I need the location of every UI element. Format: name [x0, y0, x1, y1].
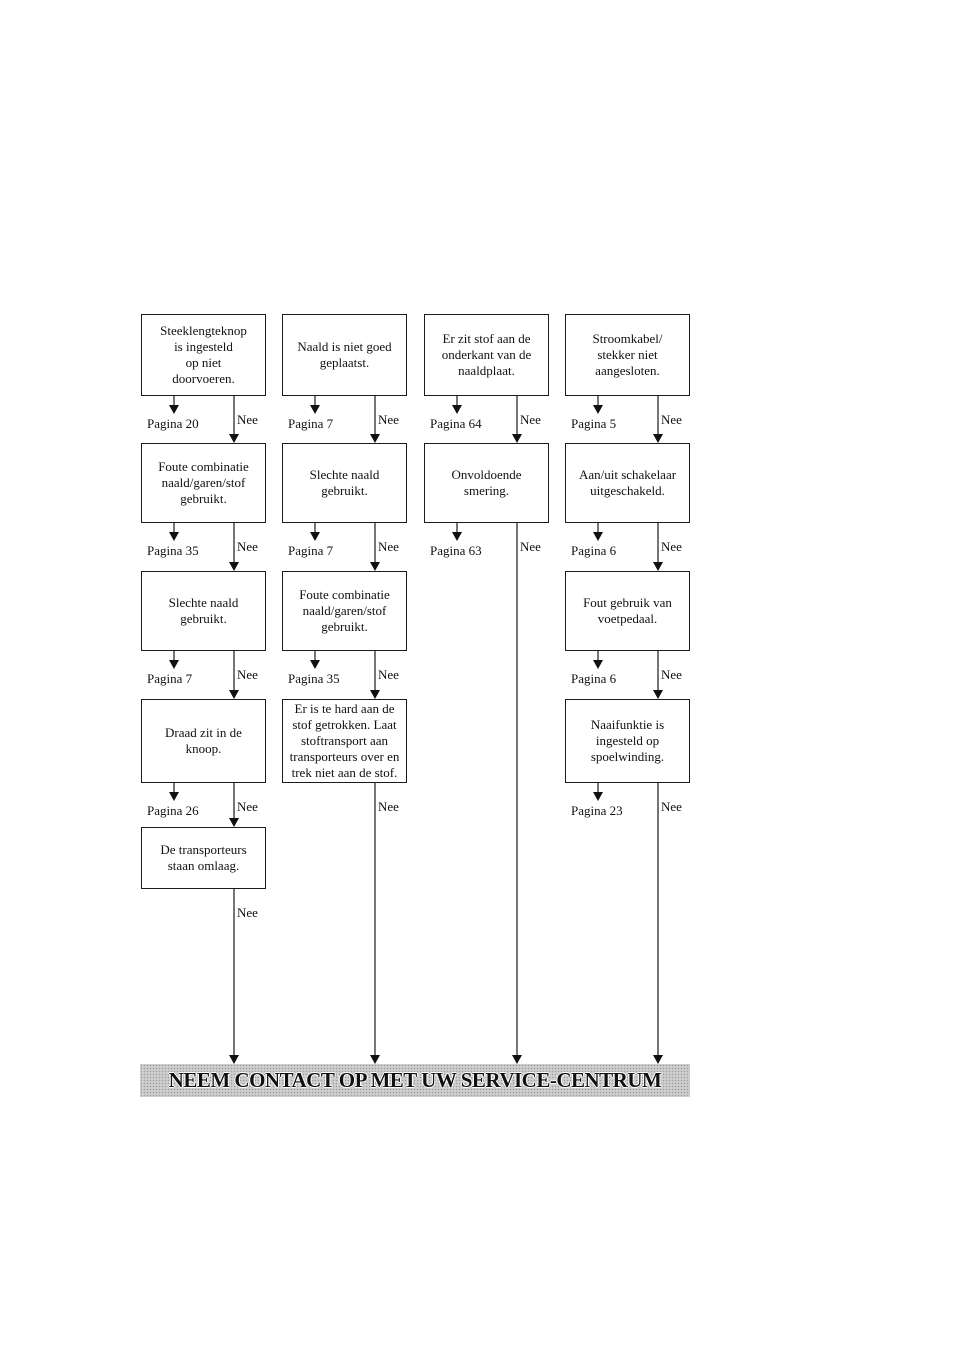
- yes-arrowhead: [452, 405, 462, 414]
- yes-arrowhead: [310, 405, 320, 414]
- cause-box: Slechte naald gebruikt.: [282, 443, 407, 523]
- no-arrowhead: [653, 434, 663, 443]
- cause-box: Stroomkabel/ stekker niet aangesloten.: [565, 314, 690, 396]
- no-label: Nee: [237, 905, 258, 920]
- cause-box: Fout gebruik van voetpedaal.: [565, 571, 690, 651]
- cause-text: Slechte naald gebruikt.: [309, 467, 380, 498]
- no-label: Nee: [520, 412, 541, 427]
- page-reference: Pagina 5: [571, 416, 617, 431]
- yes-arrowhead: [452, 532, 462, 541]
- no-arrowhead: [229, 434, 239, 443]
- service-center-banner: NEEM CONTACT OP MET UW SERVICE-CENTRUM: [140, 1064, 690, 1097]
- no-arrowhead: [370, 434, 380, 443]
- yes-arrowhead: [593, 792, 603, 801]
- banner-text: NEEM CONTACT OP MET UW SERVICE-CENTRUM: [168, 1068, 662, 1092]
- no-arrowhead: [653, 690, 663, 699]
- cause-text: Draad zit in de knoop.: [165, 725, 242, 756]
- yes-arrowhead: [169, 532, 179, 541]
- page-reference: Pagina 26: [147, 803, 199, 818]
- cause-text: Foute combinatie naald/garen/stof gebrui…: [158, 459, 249, 506]
- no-label: Nee: [378, 799, 399, 814]
- no-label: Nee: [661, 799, 682, 814]
- yes-arrowhead: [593, 532, 603, 541]
- page-reference: Pagina 23: [571, 803, 623, 818]
- no-label: Nee: [237, 539, 258, 554]
- no-label: Nee: [378, 412, 399, 427]
- cause-text: Er zit stof aan de onderkant van de naal…: [441, 331, 532, 378]
- cause-text: Slechte naald gebruikt.: [168, 595, 239, 626]
- no-label: Nee: [378, 539, 399, 554]
- page-reference: Pagina 20: [147, 416, 199, 431]
- cause-box: Steeklengteknop is ingesteld op niet doo…: [141, 314, 266, 396]
- yes-arrowhead: [169, 660, 179, 669]
- page-reference: Pagina 7: [288, 543, 334, 558]
- cause-text: Aan/uit schakelaar uitgeschakeld.: [578, 467, 677, 498]
- no-arrowhead: [229, 1055, 239, 1064]
- no-arrowhead: [653, 562, 663, 571]
- cause-text: De transporteurs staan omlaag.: [160, 842, 247, 873]
- cause-box: Aan/uit schakelaar uitgeschakeld.: [565, 443, 690, 523]
- no-arrowhead: [229, 562, 239, 571]
- no-label: Nee: [661, 667, 682, 682]
- cause-text: Er is te hard aan de stof getrokken. Laa…: [289, 701, 400, 780]
- page-reference: Pagina 6: [571, 543, 617, 558]
- page-reference: Pagina 7: [147, 671, 193, 686]
- page-reference: Pagina 7: [288, 416, 334, 431]
- page-reference: Pagina 6: [571, 671, 617, 686]
- cause-text: Naald is niet goed geplaatst.: [297, 339, 392, 370]
- no-arrowhead: [512, 434, 522, 443]
- page-reference: Pagina 35: [147, 543, 199, 558]
- yes-arrowhead: [593, 660, 603, 669]
- no-label: Nee: [237, 412, 258, 427]
- cause-box: Er zit stof aan de onderkant van de naal…: [424, 314, 549, 396]
- page-reference: Pagina 35: [288, 671, 340, 686]
- page-reference: Pagina 64: [430, 416, 482, 431]
- no-arrowhead: [370, 562, 380, 571]
- cause-text: Onvoldoende smering.: [451, 467, 522, 498]
- cause-box: Draad zit in de knoop.: [141, 699, 266, 783]
- cause-text: Foute combinatie naald/garen/stof gebrui…: [299, 587, 390, 634]
- cause-box: Er is te hard aan de stof getrokken. Laa…: [282, 699, 407, 783]
- yes-arrowhead: [169, 792, 179, 801]
- no-arrowhead: [229, 690, 239, 699]
- no-arrowhead: [512, 1055, 522, 1064]
- no-label: Nee: [237, 667, 258, 682]
- no-arrowhead: [370, 1055, 380, 1064]
- cause-text: Naaifunktie is ingesteld op spoelwinding…: [590, 717, 665, 764]
- no-arrowhead: [370, 690, 380, 699]
- no-label: Nee: [661, 539, 682, 554]
- yes-arrowhead: [169, 405, 179, 414]
- cause-text: Fout gebruik van voetpedaal.: [583, 595, 672, 626]
- cause-box: Foute combinatie naald/garen/stof gebrui…: [282, 571, 407, 651]
- no-arrowhead: [653, 1055, 663, 1064]
- cause-box: Onvoldoende smering.: [424, 443, 549, 523]
- no-label: Nee: [661, 412, 682, 427]
- cause-box: Naaifunktie is ingesteld op spoelwinding…: [565, 699, 690, 783]
- no-label: Nee: [378, 667, 399, 682]
- cause-box: De transporteurs staan omlaag.: [141, 827, 266, 889]
- cause-box: Naald is niet goed geplaatst.: [282, 314, 407, 396]
- cause-text: Stroomkabel/ stekker niet aangesloten.: [592, 331, 663, 378]
- no-label: Nee: [520, 539, 541, 554]
- cause-box: Slechte naald gebruikt.: [141, 571, 266, 651]
- yes-arrowhead: [310, 532, 320, 541]
- no-arrowhead: [229, 818, 239, 827]
- page-reference: Pagina 63: [430, 543, 482, 558]
- cause-box: Foute combinatie naald/garen/stof gebrui…: [141, 443, 266, 523]
- no-label: Nee: [237, 799, 258, 814]
- yes-arrowhead: [310, 660, 320, 669]
- yes-arrowhead: [593, 405, 603, 414]
- cause-text: Steeklengteknop is ingesteld op niet doo…: [160, 323, 247, 386]
